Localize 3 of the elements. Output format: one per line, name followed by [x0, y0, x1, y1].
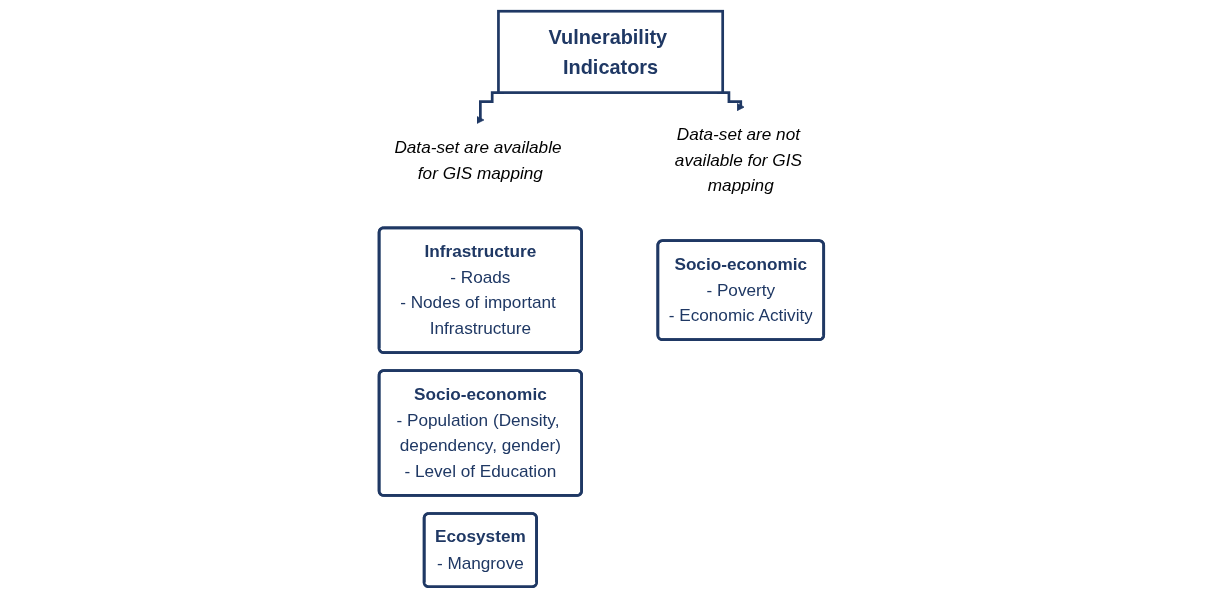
- node-box: Vulnerability Indicators: [497, 9, 725, 94]
- node-text: Data-set are available for GIS mapping: [394, 137, 562, 182]
- node-text: Data-set are not available for GIS mapping: [675, 124, 803, 195]
